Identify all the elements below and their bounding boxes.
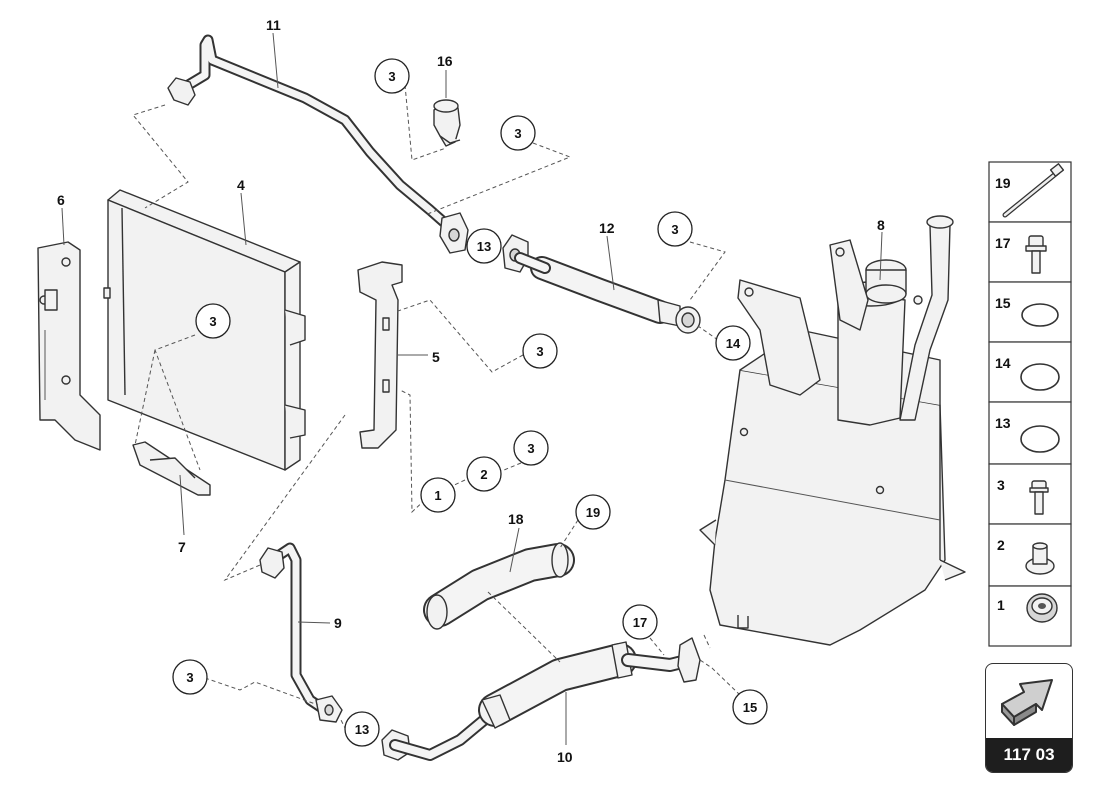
callouts: 3 3 3 3 3 3 3 2 1 13 13 14 15 17 19: [172, 58, 768, 747]
label-6: 6: [57, 192, 65, 208]
callout-15[interactable]: 15: [732, 689, 768, 725]
cable-tie-icon: [1002, 163, 1065, 218]
svg-text:2: 2: [480, 467, 487, 482]
svg-text:17: 17: [995, 235, 1011, 251]
arrow-icon: [1001, 679, 1053, 726]
svg-text:15: 15: [743, 700, 757, 715]
svg-text:13: 13: [355, 722, 369, 737]
rubber-grommet-icon: [1026, 593, 1058, 623]
callout-3[interactable]: 3: [172, 659, 208, 695]
callout-3[interactable]: 3: [195, 303, 231, 339]
label-12: 12: [599, 220, 615, 236]
bracket-left[interactable]: [37, 241, 101, 451]
spacer-nut-icon: [1025, 542, 1055, 575]
legend-item-19[interactable]: 19: [988, 161, 1072, 223]
svg-text:3: 3: [997, 477, 1005, 493]
o-ring-icon: [1020, 425, 1060, 453]
callout-3[interactable]: 3: [522, 333, 558, 369]
bracket-lower[interactable]: [132, 441, 211, 496]
svg-text:3: 3: [671, 222, 678, 237]
svg-text:17: 17: [633, 615, 647, 630]
callout-3[interactable]: 3: [657, 211, 693, 247]
label-8: 8: [877, 217, 885, 233]
svg-text:3: 3: [527, 441, 534, 456]
flange-screw-icon: [1029, 480, 1049, 515]
item-labels: 11 4 6 7 5 8 12 16 9 10 18: [57, 17, 885, 765]
callout-19[interactable]: 19: [575, 494, 611, 530]
callout-14[interactable]: 14: [715, 325, 751, 361]
svg-text:15: 15: [995, 295, 1011, 311]
svg-text:3: 3: [514, 126, 521, 141]
label-11: 11: [266, 17, 281, 33]
pipe-12[interactable]: [502, 234, 701, 334]
label-5: 5: [432, 349, 440, 365]
svg-text:2: 2: [997, 537, 1005, 553]
oil-tank[interactable]: [699, 215, 966, 646]
svg-text:3: 3: [388, 69, 395, 84]
svg-text:14: 14: [726, 336, 741, 351]
legend-item-15[interactable]: 15: [988, 281, 1072, 343]
label-10: 10: [557, 749, 573, 765]
o-ring-icon: [1020, 363, 1060, 391]
legend-item-17[interactable]: 17: [988, 221, 1072, 283]
svg-text:3: 3: [536, 344, 543, 359]
callout-17[interactable]: 17: [622, 604, 658, 640]
label-9: 9: [334, 615, 342, 631]
clip-16[interactable]: [433, 99, 461, 147]
legend-item-13[interactable]: 13: [988, 401, 1072, 465]
o-ring-icon: [1021, 303, 1059, 327]
pipe-9[interactable]: [259, 542, 343, 723]
pipe-11[interactable]: [167, 34, 469, 254]
oil-cooler[interactable]: [103, 189, 306, 471]
callout-13[interactable]: 13: [344, 711, 380, 747]
svg-text:19: 19: [995, 175, 1011, 191]
legend-item-2[interactable]: 2: [988, 523, 1072, 587]
label-7: 7: [178, 539, 186, 555]
hose-18[interactable]: [423, 542, 575, 630]
leader-lines: [61, 32, 883, 745]
label-18: 18: [508, 511, 524, 527]
hose-clamp-bolt-icon: [1025, 235, 1047, 274]
pipe-10[interactable]: [381, 637, 701, 761]
callout-2[interactable]: 2: [466, 456, 502, 492]
page-reference-badge[interactable]: 117 03: [985, 663, 1073, 773]
callout-1[interactable]: 1: [420, 477, 456, 513]
label-16: 16: [437, 53, 453, 69]
callout-3[interactable]: 3: [374, 58, 410, 94]
legend-item-3[interactable]: 3: [988, 463, 1072, 525]
parts-legend: 19 17 15 14: [988, 161, 1072, 647]
svg-text:3: 3: [209, 314, 216, 329]
callout-13[interactable]: 13: [466, 228, 502, 264]
svg-text:13: 13: [477, 239, 491, 254]
legend-item-1[interactable]: 1: [988, 585, 1072, 647]
page-code-label: 117 03: [986, 738, 1072, 772]
callout-3[interactable]: 3: [500, 115, 536, 151]
svg-text:3: 3: [186, 670, 193, 685]
bracket-right[interactable]: [357, 261, 408, 449]
svg-text:1: 1: [997, 597, 1005, 613]
legend-item-14[interactable]: 14: [988, 341, 1072, 403]
svg-text:1: 1: [434, 488, 441, 503]
callout-3[interactable]: 3: [513, 430, 549, 466]
svg-text:19: 19: [586, 505, 600, 520]
svg-text:13: 13: [995, 415, 1011, 431]
label-4: 4: [237, 177, 245, 193]
svg-text:14: 14: [995, 355, 1011, 371]
